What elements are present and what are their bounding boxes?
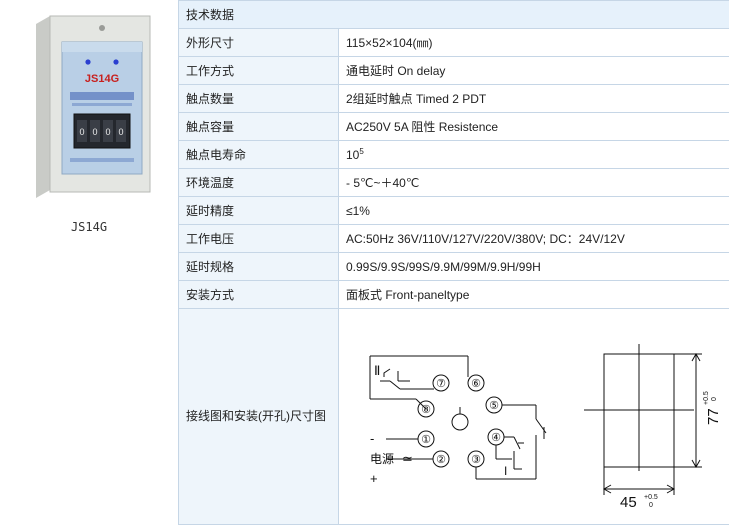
table-header-row: 技术数据 [179,1,729,29]
row-value: 0.99S/9.9S/99S/9.9M/99M/9.9H/99H [339,253,729,281]
spec-table: 技术数据 外形尺寸 115×52×104(㎜) 工作方式 通电延时 On del… [178,0,729,525]
row-value: 105 [339,141,729,169]
row-value: 2组延时触点 Timed 2 PDT [339,85,729,113]
digit-switch: 0 [105,127,110,137]
digit-switch: 0 [118,127,123,137]
contact-group-I-label: I [504,464,507,478]
row-label: 工作电压 [179,225,339,253]
row-label: 触点电寿命 [179,141,339,169]
table-row: 安装方式 面板式 Front-paneltype [179,281,729,309]
terminal-label: ④ [491,432,501,444]
table-row: 延时规格 0.99S/9.9S/99S/9.9M/99M/9.9H/99H [179,253,729,281]
contact-group-II-label: Ⅱ [374,363,380,378]
wiring-diagram: ⑦ ⑥ ⑧ ⑤ ① ② ③ ④ Ⅱ I [346,309,729,524]
row-value: AC:50Hz 36V/110V/127V/220V/380V; DC：24V/… [339,225,729,253]
dimension-height-value: 77 [705,408,722,425]
ac-dc-symbol: ≃ [402,451,413,466]
terminal-label: ⑥ [471,378,481,390]
table-row: 触点数量 2组延时触点 Timed 2 PDT [179,85,729,113]
table-row: 延时精度 ≤1% [179,197,729,225]
plus-terminal-sign: + [370,471,378,486]
row-label: 环境温度 [179,169,339,197]
product-image: JS14G 0 0 0 0 [30,14,154,200]
terminal-label: ⑤ [489,400,499,412]
table-row: 环境温度 - 5℃~＋40℃ [179,169,729,197]
table-header: 技术数据 [179,1,729,29]
minus-terminal-sign: - [370,431,374,446]
diagram-cell: ⑦ ⑥ ⑧ ⑤ ① ② ③ ④ Ⅱ I [339,309,729,525]
dimension-width-tolerance-upper: +0.5 [644,494,658,501]
diagram-row-label: 接线图和安装(开孔)尺寸图 [179,309,339,525]
table-row: 触点电寿命 105 [179,141,729,169]
table-row: 工作方式 通电延时 On delay [179,57,729,85]
digit-switch: 0 [79,127,84,137]
row-value-base: 10 [346,148,359,162]
row-label: 触点容量 [179,113,339,141]
row-label: 延时规格 [179,253,339,281]
table-row: 外形尺寸 115×52×104(㎜) [179,29,729,57]
row-value: 面板式 Front-paneltype [339,281,729,309]
device-model-label: JS14G [85,73,119,85]
product-panel: JS14G 0 0 0 0 JS14G [0,0,179,520]
dimension-height-tolerance-upper: +0.5 [703,391,710,405]
dimension-width-tolerance-lower: 0 [649,502,653,509]
table-row: 工作电压 AC:50Hz 36V/110V/127V/220V/380V; DC… [179,225,729,253]
power-label: 电源 [370,452,394,466]
terminal-label: ⑧ [421,404,431,416]
row-value-exponent: 5 [359,147,363,156]
digit-switch: 0 [92,127,97,137]
table-row: 触点容量 AC250V 5A 阻性 Resistence [179,113,729,141]
row-label: 外形尺寸 [179,29,339,57]
row-value: - 5℃~＋40℃ [339,169,729,197]
row-label: 安装方式 [179,281,339,309]
terminal-label: ① [421,434,431,446]
terminal-label: ② [436,454,446,466]
row-value: 115×52×104(㎜) [339,29,729,57]
dimension-height-tolerance-lower: 0 [711,397,718,401]
row-value: 通电延时 On delay [339,57,729,85]
terminal-label: ⑦ [436,378,446,390]
row-label: 工作方式 [179,57,339,85]
row-value: AC250V 5A 阻性 Resistence [339,113,729,141]
table-row-diagram: 接线图和安装(开孔)尺寸图 [179,309,729,525]
row-label: 触点数量 [179,85,339,113]
row-label: 延时精度 [179,197,339,225]
terminal-label: ③ [471,454,481,466]
row-value: ≤1% [339,197,729,225]
dimension-width-value: 45 [620,494,637,511]
product-caption: JS14G [0,220,178,234]
